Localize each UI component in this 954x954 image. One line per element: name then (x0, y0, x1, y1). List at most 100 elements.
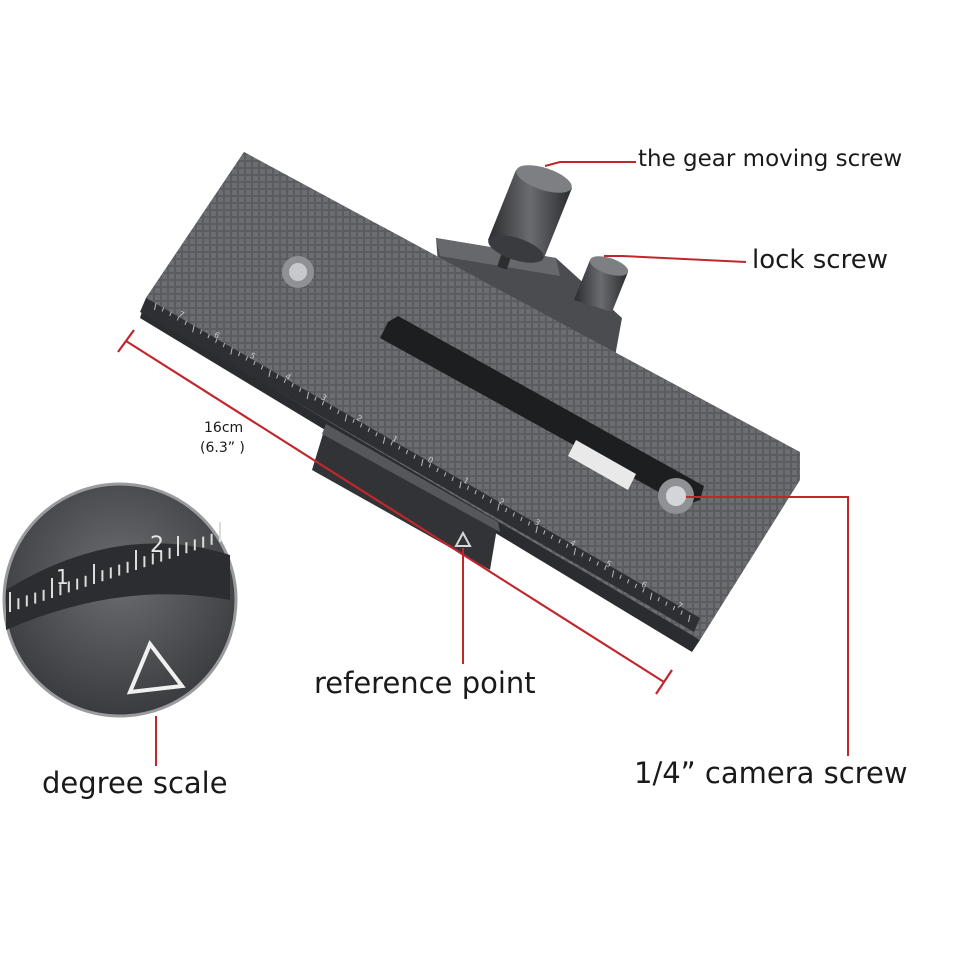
scale-tick (260, 365, 264, 370)
camera-screw-label: 1/4” camera screw (634, 756, 908, 790)
scale-tick (459, 481, 462, 489)
scale-tick (283, 378, 287, 383)
scale-tick (405, 449, 409, 455)
scale-tick (657, 596, 660, 602)
scale-tick (382, 436, 386, 444)
scale-tick (565, 543, 569, 548)
scale-tick (184, 320, 187, 326)
scale-tick (390, 440, 393, 446)
scale-tick (207, 334, 210, 339)
scale-tick (222, 342, 226, 348)
scale-tick (634, 583, 638, 588)
scale-tick (306, 392, 310, 400)
scale-tick (665, 601, 668, 606)
scale-tick (314, 396, 317, 401)
scale-tick (337, 409, 340, 415)
scale-tick (253, 360, 256, 366)
scale-tick (489, 498, 493, 504)
scale-tick (497, 503, 500, 511)
scale-tick (230, 347, 233, 355)
scale-tick (436, 467, 439, 473)
scale-tick (154, 302, 157, 311)
scale-tick (550, 534, 554, 539)
scale-tick-label: 6 (212, 330, 221, 340)
scale-tick (291, 383, 294, 388)
scale-tick (642, 588, 645, 593)
inset-tick-label: 2 (150, 533, 164, 558)
scale-tick (627, 579, 630, 584)
scale-tick (504, 507, 508, 513)
scale-tick (199, 329, 203, 334)
gear-moving-screw-label: the gear moving screw (638, 146, 903, 172)
scale-strip: 7 6 5 4 3 2 1 0 1 2 3 4 5 6 7 (140, 298, 700, 632)
scale-tick (352, 418, 355, 424)
scale-tick (581, 552, 584, 557)
scale-tick (604, 565, 607, 571)
scale-tick (344, 414, 348, 422)
lock-screw-knob (574, 256, 629, 312)
scale-tick (398, 445, 401, 450)
scale-tick-label: 7 (675, 601, 684, 611)
scale-tick (588, 556, 592, 562)
reference-point-label: reference point (314, 666, 536, 700)
scale-tick (535, 525, 538, 533)
scale-tick-label: 6 (640, 580, 649, 590)
scale-tick (512, 512, 516, 517)
scale-tick-label: 1 (390, 434, 399, 444)
length-inch-label: (6.3” ) (200, 440, 245, 456)
scale-tick-label: 4 (284, 372, 293, 382)
scale-tick (245, 356, 249, 361)
scale-tick-label: 2 (355, 413, 364, 423)
scale-tick-label: 1 (462, 476, 471, 486)
length-dimension (117, 329, 673, 695)
scale-tick (688, 614, 691, 623)
scale-tick-label: 4 (568, 538, 577, 548)
reference-triangle-icon (454, 530, 472, 547)
scale-tick (596, 561, 599, 566)
scale-tick-label: 2 (497, 497, 506, 507)
leader-lines (155, 161, 849, 766)
scale-tick (482, 494, 485, 499)
scale-tick (466, 485, 470, 490)
rail-plate (140, 152, 800, 652)
scale-tick (237, 351, 241, 357)
scale-tick (413, 454, 416, 459)
scale-tick (375, 432, 378, 437)
scale-tick (451, 476, 454, 482)
scale-tick (474, 490, 477, 495)
inset-triangle-icon (126, 640, 186, 695)
scale-tick (321, 400, 325, 406)
scale-tick-label: 7 (177, 309, 186, 319)
scale-tick (680, 610, 683, 615)
lock-screw-label: lock screw (752, 245, 888, 275)
scale-tick (161, 307, 165, 312)
scale-tick (192, 325, 195, 333)
scale-tick (215, 338, 218, 343)
scale-tick (573, 548, 577, 556)
degree-scale-inset: 1 2 (2, 482, 238, 718)
scale-tick (329, 405, 332, 410)
scale-tick (367, 427, 371, 432)
scale-tick (527, 521, 531, 526)
reference-block (312, 424, 500, 570)
scale-tick (558, 539, 561, 544)
scale-tick (649, 592, 653, 600)
gear-moving-screw-knob (488, 165, 572, 270)
scale-tick (169, 311, 172, 317)
scale-tick (176, 316, 180, 321)
length-cm-label: 16cm (204, 420, 244, 436)
scale-tick-label: 3 (319, 393, 328, 403)
scale-tick (268, 369, 271, 377)
degree-scale-label: degree scale (42, 766, 228, 800)
scale-tick-label: 5 (604, 559, 613, 569)
scale-tick (520, 516, 523, 522)
scale-tick-label: 5 (248, 351, 257, 361)
scale-tick-label: 0 (426, 455, 435, 465)
scale-tick (619, 574, 622, 580)
scale-tick-label: 3 (533, 517, 542, 527)
scale-tick (421, 458, 424, 467)
scale-tick (543, 530, 546, 535)
scale-tick (672, 605, 676, 611)
